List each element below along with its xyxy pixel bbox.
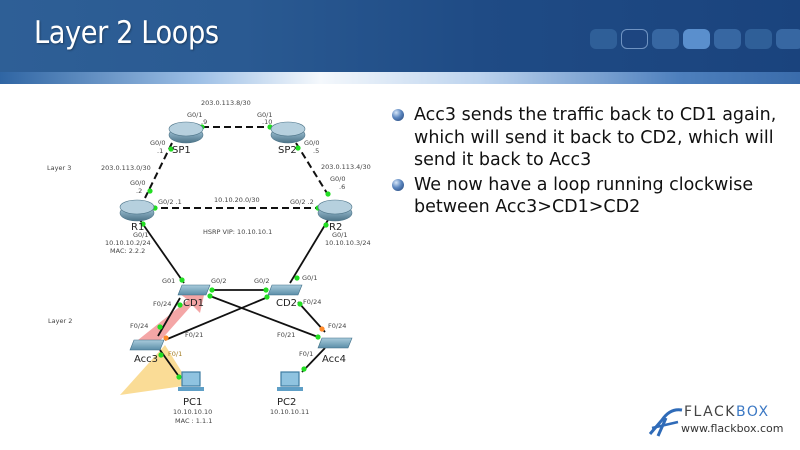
intf-cd2-g01: G0/1 xyxy=(302,274,318,282)
pc2-ip-label: 10.10.10.11 xyxy=(270,408,309,416)
bullet-icon xyxy=(392,178,404,191)
router-r1[interactable] xyxy=(119,199,155,222)
nav-dot-highlight xyxy=(683,29,710,49)
bullet-list: Acc3 sends the traffic back to CD1 again… xyxy=(392,104,792,221)
nav-dot-current xyxy=(621,29,648,49)
router-sp1[interactable] xyxy=(168,121,204,144)
nav-dot xyxy=(745,29,772,49)
device-label-pc1: PC1 xyxy=(183,397,202,408)
intf-r2-g00: G0/0 xyxy=(330,175,346,183)
network-topology-diagram: Layer 3 Layer 2 203.0.113.8/30 203.0.113… xyxy=(47,99,371,425)
intf-cd2-f024: F0/24 xyxy=(303,298,321,306)
bullet-text: We now have a loop running clockwise bet… xyxy=(414,174,754,218)
link-cd1-acc4 xyxy=(209,295,319,338)
device-label-cd1: CD1 xyxy=(183,298,204,309)
intf-r2-g00-ip: .6 xyxy=(339,183,345,191)
r2-ip-label: 10.10.10.3/24 xyxy=(325,239,371,247)
bullet-item: We now have a loop running clockwise bet… xyxy=(392,174,792,219)
traffic-arrow-acc3-to-cd1 xyxy=(138,286,206,350)
device-label-sp1: SP1 xyxy=(172,145,191,156)
nav-dot xyxy=(714,29,741,49)
bullet-icon xyxy=(392,109,404,121)
intf-sp2-g01-ip: .10 xyxy=(262,118,272,126)
device-label-r1: R1 xyxy=(131,222,144,233)
bridge-logo-icon xyxy=(648,408,683,437)
slide-header: Layer 2 Loops xyxy=(0,0,800,80)
intf-r1-g00-ip: .2 xyxy=(136,187,142,195)
intf-cd1-g01: G01 xyxy=(162,277,175,285)
intf-sp2-g00-ip: .5 xyxy=(313,147,319,155)
intf-acc4-f01: F0/1 xyxy=(299,350,313,358)
switch-acc3[interactable] xyxy=(129,339,165,351)
router-sp2[interactable] xyxy=(270,121,306,144)
logo-brand-a: FLACK xyxy=(684,404,736,420)
intf-cd1-g02: G0/2 xyxy=(211,277,227,285)
nav-dot xyxy=(652,29,679,49)
port-blocking-acc4-f024 xyxy=(319,326,325,332)
intf-r2-g01: G0/1 xyxy=(332,231,348,239)
link-cd2-acc3 xyxy=(164,296,269,341)
r1-ip-label: 10.10.10.2/24 xyxy=(105,239,151,247)
port-indicators xyxy=(140,124,331,380)
subnet-sp1-r1: 203.0.113.0/30 xyxy=(101,164,151,172)
bullet-item: Acc3 sends the traffic back to CD1 again… xyxy=(392,104,792,172)
link-cd1-acc3 xyxy=(157,297,181,337)
switch-acc4[interactable] xyxy=(317,337,353,349)
intf-sp1-g01-ip: .9 xyxy=(201,118,207,126)
layer2-label: Layer 2 xyxy=(48,317,72,325)
r1-mac-label: MAC: 2.2.2 xyxy=(110,247,145,255)
bullet-text: Acc3 sends the traffic back to CD1 again… xyxy=(414,105,777,170)
pc1-ip-label: 10.10.10.10 xyxy=(173,408,212,416)
hsrp-vip-label: HSRP VIP: 10.10.10.1 xyxy=(203,228,272,236)
nav-dot xyxy=(590,29,617,49)
pc2-icon[interactable] xyxy=(277,371,303,391)
nav-dot xyxy=(776,29,800,49)
slide-title: Layer 2 Loops xyxy=(34,15,219,51)
device-label-acc3: Acc3 xyxy=(134,354,158,365)
router-r2[interactable] xyxy=(317,199,353,222)
intf-sp2-g01: G0/1 xyxy=(257,111,273,119)
intf-r1-g01: G0/1 xyxy=(133,231,149,239)
intf-cd1-f024: F0/24 xyxy=(153,300,171,308)
logo-wordmark: FLACKBOX xyxy=(684,404,770,420)
port-blocking-acc3-f021 xyxy=(163,335,169,341)
traffic-highlight-pc1 xyxy=(120,345,190,395)
link-r2-cd2 xyxy=(289,219,329,284)
device-label-sp2: SP2 xyxy=(278,145,297,156)
intf-acc3-f021: F0/21 xyxy=(185,331,203,339)
intf-acc4-f024: F0/24 xyxy=(328,322,346,330)
device-label-acc4: Acc4 xyxy=(322,354,346,365)
intf-r1-g02: G0/2 .1 xyxy=(158,198,182,206)
subnet-sp2-r2: 203.0.113.4/30 xyxy=(321,163,371,171)
logo-brand-b: BOX xyxy=(735,404,770,420)
layer3-label: Layer 3 xyxy=(47,164,71,172)
device-label-cd2: CD2 xyxy=(276,298,297,309)
slide-nav-dots xyxy=(590,29,800,49)
intf-sp1-g01: G0/1 xyxy=(187,111,203,119)
link-r1-cd1 xyxy=(139,219,185,284)
intf-cd2-g02: G0/2 xyxy=(254,277,270,285)
intf-r2-g02: G0/2 .2 xyxy=(290,198,314,206)
pc1-icon[interactable] xyxy=(178,371,204,391)
subnet-r1-r2: 10.10.20.0/30 xyxy=(214,196,260,204)
pc1-mac-label: MAC : 1.1.1 xyxy=(175,417,212,425)
subnet-sp1-sp2: 203.0.113.8/30 xyxy=(201,99,251,107)
intf-acc4-f021: F0/21 xyxy=(277,331,295,339)
intf-sp2-g00: G0/0 xyxy=(304,139,320,147)
intf-r1-g00: G0/0 xyxy=(130,179,146,187)
intf-acc3-f01: F0/1 xyxy=(168,350,182,358)
switch-cd2[interactable] xyxy=(267,284,303,296)
logo-url: www.flackbox.com xyxy=(681,422,784,435)
intf-acc3-f024: F0/24 xyxy=(130,322,148,330)
device-label-r2: R2 xyxy=(329,222,342,233)
intf-sp1-g00: G0/0 xyxy=(150,139,166,147)
device-label-pc2: PC2 xyxy=(277,397,296,408)
header-divider xyxy=(0,72,800,84)
intf-sp1-g00-ip: .1 xyxy=(157,147,163,155)
switch-cd1[interactable] xyxy=(177,284,211,296)
flackbox-logo: FLACKBOX www.flackbox.com xyxy=(648,398,798,442)
